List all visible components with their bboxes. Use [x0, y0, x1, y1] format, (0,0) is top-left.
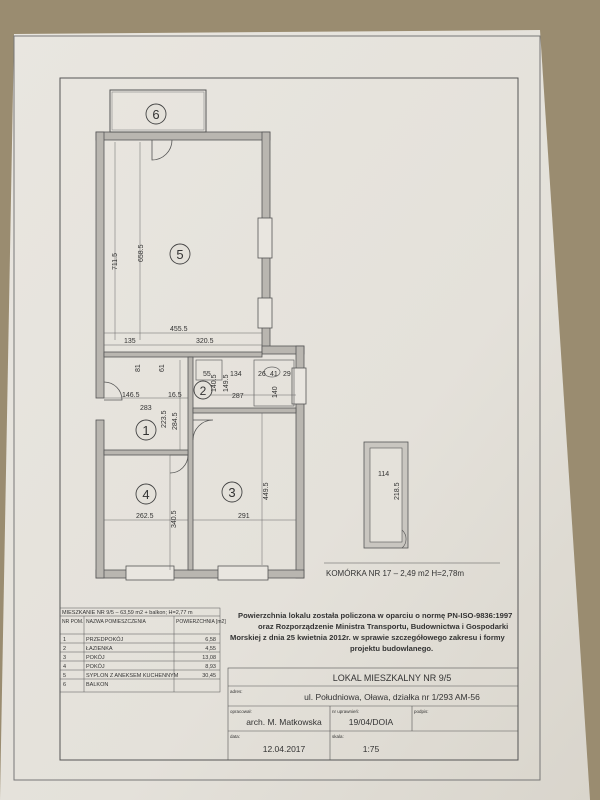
- dim-1405: 140.5: [211, 374, 218, 392]
- area-row-name: ŁAZIENKA: [86, 646, 113, 652]
- dim-2845: 284.5: [172, 412, 179, 430]
- title-block: [227, 667, 519, 761]
- dim-26: 26: [258, 371, 266, 378]
- area-table: [59, 607, 221, 693]
- room-3-number: 3: [228, 485, 235, 500]
- dim-r5-width-outer: 455.5: [170, 326, 188, 333]
- dim-16: 16.5: [168, 392, 182, 399]
- dim-r3-height: 449.5: [263, 482, 270, 500]
- area-row-value: 13,08: [202, 655, 216, 661]
- area-row-nr: 4: [63, 664, 66, 670]
- dimension-lines: [104, 142, 296, 570]
- area-row-value: 6,58: [205, 637, 216, 643]
- bathroom-fixtures: [195, 359, 295, 407]
- balcony-outline: [109, 89, 207, 133]
- balcony-rail: [111, 91, 205, 131]
- dimension-labels: 711.5 658.5 455.5 135 320.5 55 134 26 41…: [112, 244, 291, 528]
- room-1-number: 1: [142, 423, 149, 438]
- area-row-name: BALKON: [86, 682, 108, 688]
- titleblock-sign-label: podpis:: [414, 709, 429, 714]
- doors: [103, 139, 214, 474]
- dim-134: 134: [230, 371, 242, 378]
- area-table-rows: 1 PRZEDPOKÓJ 6,58 2 ŁAZIENKA 4,55 3 POKÓ…: [63, 636, 216, 688]
- area-row-name: PRZEDPOKÓJ: [86, 636, 124, 643]
- windows: [125, 217, 307, 581]
- area-table-title: MIESZKANIE NR 9/5 – 63,59 m2 + balkon; H…: [62, 610, 193, 616]
- titleblock-date: 12.04.2017: [263, 744, 306, 754]
- area-head-area: POWIERZCHNIA [m2]: [176, 619, 226, 625]
- titleblock-heading: LOKAL MIESZKALNY NR 9/5: [333, 673, 452, 683]
- dim-146: 146.5: [122, 392, 140, 399]
- paper: [0, 30, 590, 800]
- note-line-2: oraz Rozporządzenie Ministra Transportu,…: [258, 622, 508, 631]
- room-6-number: 6: [152, 107, 159, 122]
- area-row-nr: 3: [63, 655, 66, 661]
- titleblock-scale-label: skala:: [332, 734, 344, 739]
- dim-r5-left: 135: [124, 338, 136, 345]
- titleblock-prepared-label: opracował:: [230, 709, 252, 714]
- outer-frame: [13, 35, 541, 781]
- titleblock-address-label: adres:: [230, 689, 243, 694]
- area-row-value: 4,55: [205, 646, 216, 652]
- dim-29: 29: [283, 371, 291, 378]
- note-line-4: projektu budowlanego.: [350, 644, 433, 653]
- area-row-name: POKÓJ: [86, 663, 105, 670]
- room-2-number: 2: [200, 384, 207, 398]
- area-row-name: SYPLON Z ANEKSEM KUCHENNYM: [86, 673, 179, 679]
- area-note: Powierzchnia lokalu została policzona w …: [230, 611, 512, 653]
- dim-55: 55: [203, 371, 211, 378]
- dim-1495: 149.5: [223, 374, 230, 392]
- storage-interior: [369, 447, 403, 543]
- dim-2235: 223.5: [161, 410, 168, 428]
- area-row-nr: 1: [63, 637, 66, 643]
- titleblock-scale: 1:75: [363, 744, 380, 754]
- room-4-number: 4: [142, 487, 149, 502]
- titleblock-license: 19/04/DOIA: [349, 717, 394, 727]
- dim-r5-width-inner: 320.5: [196, 338, 214, 345]
- dim-r3-width: 291: [238, 513, 250, 520]
- titleblock-license-label: nr uprawnień:: [332, 709, 359, 714]
- titleblock-date-label: data:: [230, 734, 240, 739]
- room-markers: [135, 103, 243, 505]
- titleblock-address: ul. Południowa, Oława, działka nr 1/293 …: [304, 692, 480, 702]
- area-row-value: 30,45: [202, 673, 216, 679]
- dim-140: 140: [272, 386, 279, 398]
- dim-r5-height-inner: 658.5: [138, 244, 145, 262]
- area-row-nr: 5: [63, 673, 66, 679]
- dim-r4-width: 262.5: [136, 513, 154, 520]
- dim-r4-height: 340.5: [171, 510, 178, 528]
- dim-storage-width: 114: [378, 471, 389, 478]
- dim-storage-height: 218.5: [394, 482, 401, 500]
- area-row-name: POKÓJ: [86, 654, 105, 661]
- dim-287: 287: [232, 393, 244, 400]
- dim-283: 283: [140, 405, 152, 412]
- dim-r5-height-outer: 711.5: [112, 253, 119, 270]
- room-5-number: 5: [176, 247, 183, 262]
- area-row-nr: 2: [63, 646, 66, 652]
- note-line-3: Morskiej z dnia 25 kwietnia 2012r. w spr…: [230, 633, 506, 642]
- dim-61: 61: [159, 364, 166, 372]
- area-row-nr: 6: [63, 682, 66, 688]
- area-head-nr: NR POM.: [62, 619, 83, 625]
- area-row-value: 8,93: [205, 664, 216, 670]
- storage-door: [401, 529, 407, 549]
- area-head-name: NAZWA POMIESZCZENIA: [86, 619, 146, 625]
- dim-41: 41: [270, 371, 278, 378]
- titleblock-prepared: arch. M. Matkowska: [246, 717, 322, 727]
- storage-caption: KOMÓRKA NR 17 – 2,49 m2 H=2,78m: [326, 569, 464, 578]
- note-line-1: Powierzchnia lokalu została policzona w …: [238, 611, 512, 620]
- dim-81: 81: [135, 364, 142, 372]
